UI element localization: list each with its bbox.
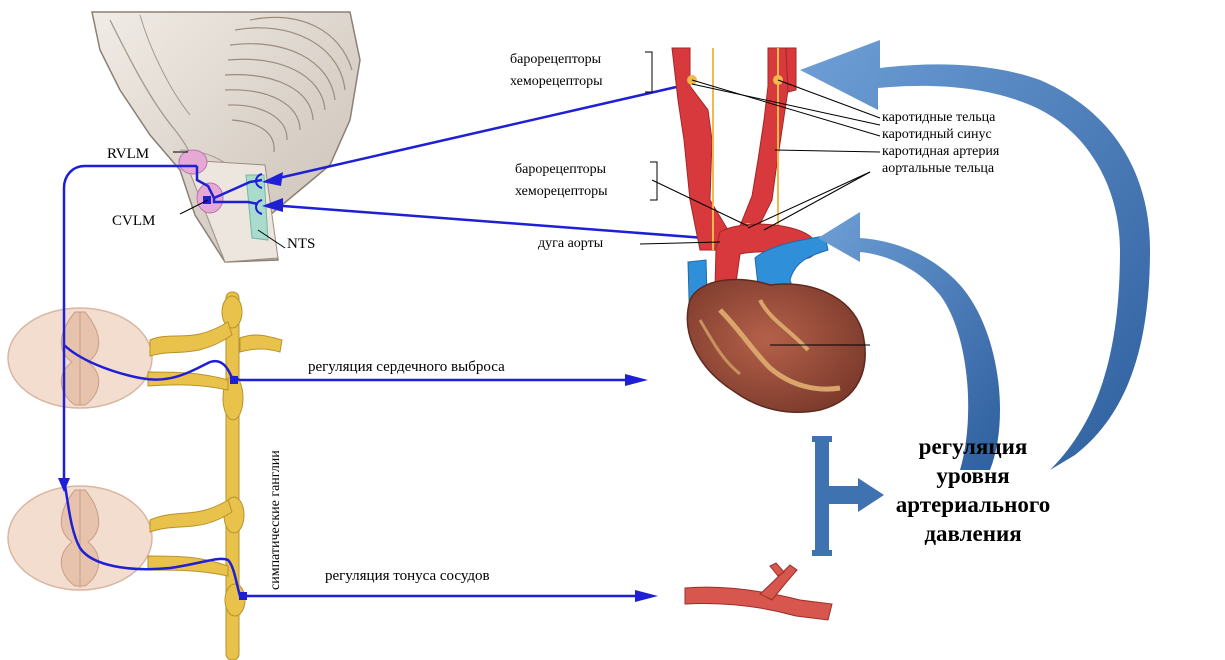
sympathetic-chain bbox=[148, 292, 282, 660]
feedback-arrows bbox=[800, 40, 1150, 470]
sympathetic-ganglia-label: симпатические ганглии bbox=[268, 450, 284, 590]
baroreceptors-mid-label: барорецепторы bbox=[515, 162, 606, 178]
chemoreceptors-mid-label: хеморецепторы bbox=[515, 184, 607, 200]
baroreceptors-top-label: барорецепторы bbox=[510, 52, 601, 68]
aortic-arch-label: дуга аорты bbox=[538, 236, 603, 252]
outcome-line-4: давления bbox=[858, 519, 1088, 549]
nts-label: NTS bbox=[287, 236, 315, 252]
cvlm-label: CVLM bbox=[112, 213, 155, 229]
spinal-cord-lower bbox=[8, 486, 152, 590]
carotid-sinus-label: каротидный синус bbox=[882, 127, 992, 143]
blood-vessel-illustration bbox=[685, 563, 832, 620]
outcome-line-1: регуляция bbox=[858, 432, 1088, 462]
heart-illustration bbox=[687, 280, 870, 413]
vessel-tone-label: регуляция тонуса сосудов bbox=[325, 568, 490, 584]
aortic-bodies-label: аортальные тельца bbox=[882, 161, 994, 177]
carotid-bodies-label: каротидные тельца bbox=[882, 110, 995, 126]
outcome-line-2: уровня bbox=[858, 461, 1088, 491]
carotid-artery-label: каротидная артерия bbox=[882, 144, 999, 160]
chemoreceptors-top-label: хеморецепторы bbox=[510, 74, 602, 90]
cardiac-output-label: регуляция сердечного выброса bbox=[308, 359, 505, 375]
rvlm-label: RVLM bbox=[107, 146, 149, 162]
outcome-line-3: артериального bbox=[858, 490, 1088, 520]
